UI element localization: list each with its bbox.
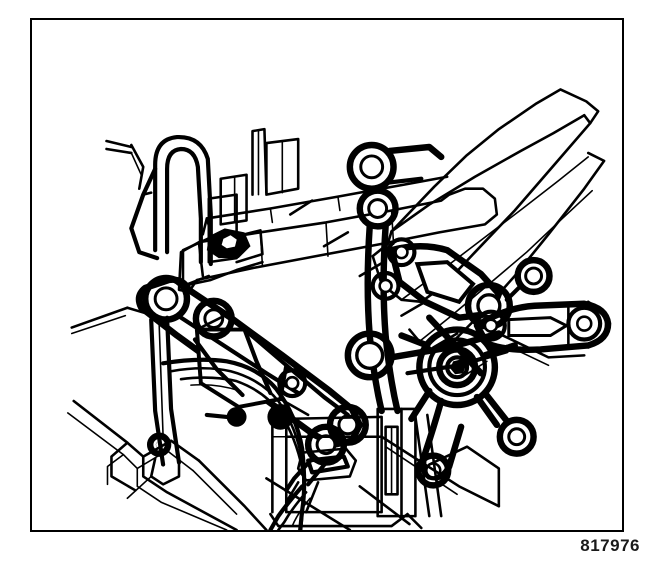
bolt-ring-lower-left — [146, 432, 172, 457]
bolt-boss-web-apex — [386, 237, 417, 268]
tensioner-pivot-right — [566, 305, 603, 342]
technical-illustration — [66, 88, 612, 530]
bolt-boss-right-second — [356, 187, 399, 230]
tensioner-pivot-left — [474, 309, 507, 342]
misc-detail — [70, 306, 586, 526]
housing-block — [269, 403, 501, 530]
figure-number: 817976 — [580, 536, 640, 555]
bolt-boss-left-outer — [277, 368, 308, 399]
hex-bolt-head — [206, 228, 251, 259]
bolt-boss-right-small — [514, 256, 553, 296]
right-web-bracket — [344, 141, 553, 415]
lower-outline — [66, 399, 352, 530]
lifting-hook — [105, 134, 213, 267]
upper-rail — [177, 127, 499, 294]
bolt-boss-web-left — [370, 270, 401, 301]
tensioner-arm — [473, 300, 612, 354]
stud-knob — [204, 406, 247, 427]
bracket-lower-right-boss — [496, 416, 537, 457]
figure-border-frame — [30, 18, 624, 532]
